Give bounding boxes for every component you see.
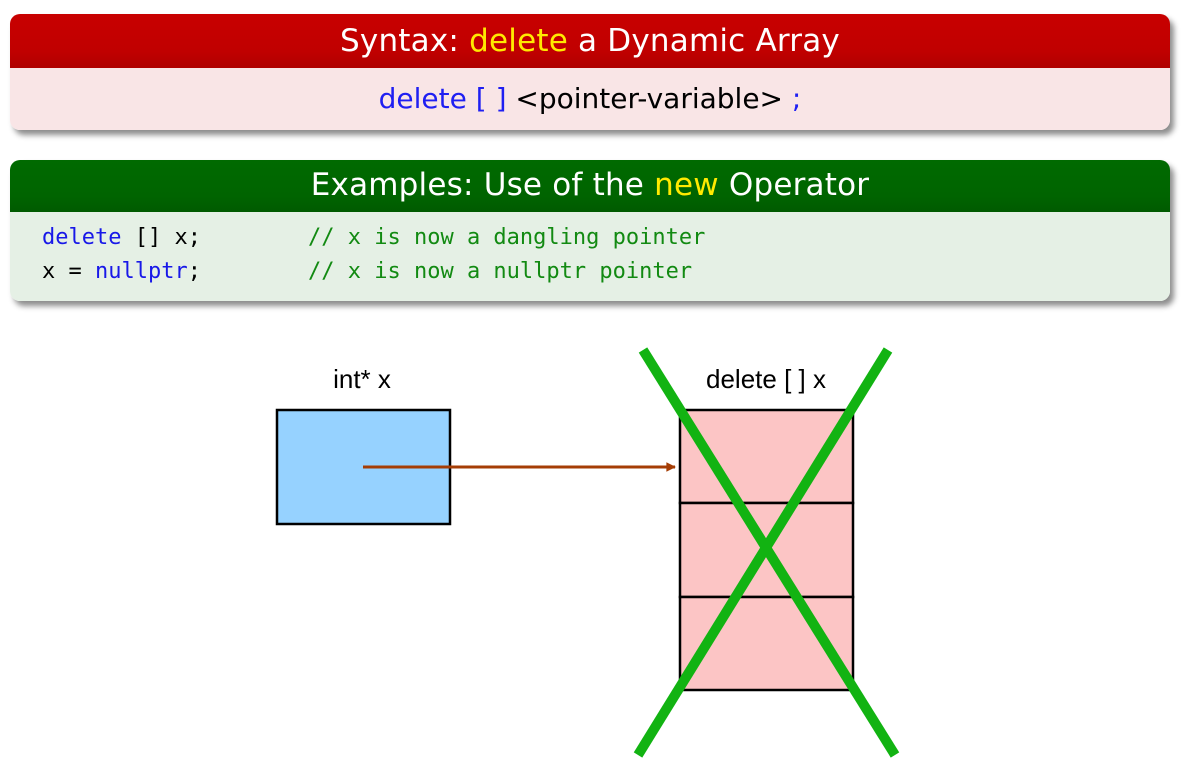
code-comment: // x is now a dangling pointer <box>308 225 706 250</box>
cross-stroke-1 <box>638 347 900 758</box>
pointer-label: int* x <box>333 364 391 394</box>
syntax-body-keyword: delete [ ] <box>378 82 507 115</box>
syntax-title-prefix: Syntax: <box>340 23 470 59</box>
examples-block-title: Examples: Use of the new Operator <box>10 160 1170 212</box>
syntax-block: Syntax: delete a Dynamic Array delete [ … <box>10 14 1170 130</box>
examples-block: Examples: Use of the new Operator delete… <box>10 160 1170 301</box>
array-label: delete [ ] x <box>706 364 826 394</box>
code-text: x = <box>42 259 95 284</box>
code-text: ; <box>187 259 201 284</box>
syntax-block-body: delete [ ] <pointer-variable> ; <box>10 68 1170 130</box>
syntax-body-terminator: ; <box>791 82 802 115</box>
examples-title-keyword: new <box>654 167 719 203</box>
code-line-nullptr: x = nullptr; // x is now a nullptr pointe… <box>42 254 692 290</box>
cross-stroke-2 <box>633 347 893 758</box>
syntax-title-suffix: a Dynamic Array <box>567 23 840 59</box>
code-comment: // x is now a nullptr pointer <box>308 259 693 284</box>
syntax-title-keyword: delete <box>469 23 568 59</box>
syntax-block-title: Syntax: delete a Dynamic Array <box>10 14 1170 68</box>
examples-title-suffix: Operator <box>718 167 870 203</box>
syntax-body-placeholder: <pointer-variable> <box>506 82 792 115</box>
code-text: [] x; <box>121 225 201 250</box>
examples-block-body: delete [] x; // x is now a dangling point… <box>10 212 1170 301</box>
examples-title-prefix: Examples: Use of the <box>310 167 655 203</box>
code-keyword-delete: delete <box>42 225 122 250</box>
code-line-delete: delete [] x; // x is now a dangling point… <box>42 220 705 256</box>
code-keyword-nullptr: nullptr <box>94 259 188 284</box>
